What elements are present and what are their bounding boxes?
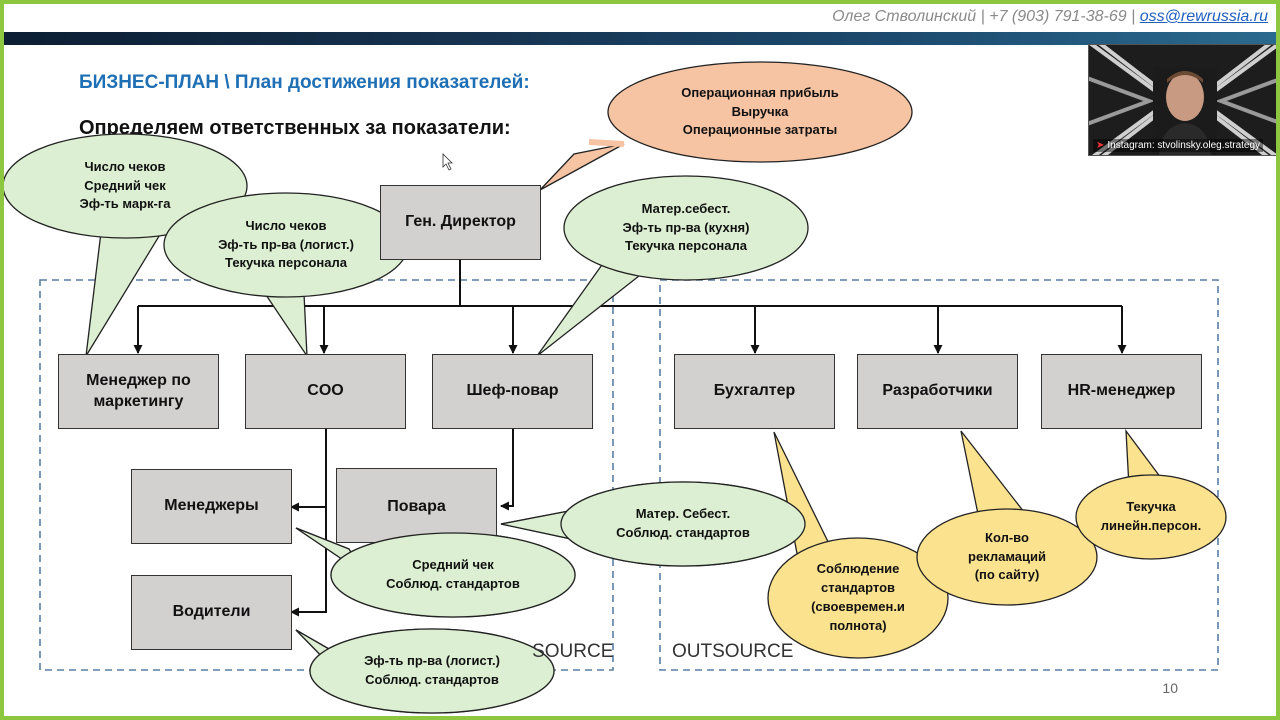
overlay-callouts [295, 481, 806, 714]
box-coo: COO [245, 354, 406, 429]
slide-subtitle: Определяем ответственных за показатели: [79, 117, 511, 139]
contact-text: Олег Стволинский | +7 (903) 791-38-69 | [832, 8, 1140, 25]
presenter-face [1166, 73, 1204, 121]
box-managers-label: Менеджеры [164, 497, 259, 515]
callout-accountant-shape [767, 431, 949, 659]
box-ceo-label: Ген. Директор [405, 213, 516, 231]
box-hr: HR-менеджер [1041, 354, 1202, 429]
webcam-label: ➤Instagram: stvolinsky.oleg.strategy [1093, 139, 1264, 152]
callout-managers: Средний чек Соблюд. стандартов [386, 557, 520, 591]
box-drivers: Водители [131, 575, 292, 650]
email-link[interactable]: oss@rewrussia.ru [1139, 8, 1268, 25]
outsource-zone-border [659, 279, 1219, 671]
callout-chef-shape [536, 175, 809, 357]
page-number: 10 [1162, 680, 1178, 696]
cursor-icon [442, 153, 453, 171]
callout-coo-shape [163, 192, 409, 359]
webcam-label-text: Instagram: stvolinsky.oleg.strategy [1107, 140, 1261, 151]
slide: Олег Стволинский | +7 (903) 791-38-69 | … [4, 4, 1276, 716]
callout-drivers: Эф-ть пр-ва (логист.) Соблюд. стандартов [364, 653, 500, 687]
callout-coo: Число чеков Эф-ть пр-ва (логист.) Текучк… [218, 217, 354, 271]
box-hr-label: HR-менеджер [1067, 382, 1176, 400]
callout-ceo-shape [539, 61, 913, 191]
callout-hr: Текучка линейн.персон. [1100, 499, 1202, 533]
box-accountant: Бухгалтер [674, 354, 835, 429]
box-chef: Шеф-повар [432, 354, 593, 429]
box-accountant-label: Бухгалтер [713, 382, 796, 400]
contact-line: Олег Стволинский | +7 (903) 791-38-69 | … [832, 8, 1268, 26]
callout-developers: Кол-во рекламаций (по сайту) [968, 529, 1046, 583]
record-icon: ➤ [1096, 140, 1105, 151]
webcam-overlay: ➤Instagram: stvolinsky.oleg.strategy [1088, 44, 1276, 156]
callout-accountant: Соблюдение стандартов (своевремен.и полн… [811, 561, 905, 633]
callout-developers-shape [916, 430, 1098, 606]
callout-marketing: Число чеков Средний чек Эф-ть марк-га [79, 158, 171, 212]
callout-marketing-shape [4, 133, 248, 357]
outsource-label-right: OUTSOURCE [672, 641, 794, 662]
box-ceo: Ген. Директор [380, 185, 541, 260]
box-drivers-label: Водители [172, 603, 251, 621]
box-chef-label: Шеф-повар [466, 382, 559, 400]
box-coo-label: COO [307, 382, 344, 400]
callout-hr-shape [1075, 428, 1227, 560]
callout-chef: Матер.себест. Эф-ть пр-ва (кухня) Текучк… [622, 200, 750, 254]
slide-title: БИЗНЕС-ПЛАН \ План достижения показателе… [79, 72, 530, 93]
box-marketing-label: Менеджер по маркетингу [86, 371, 191, 410]
box-cooks-label: Повара [387, 498, 446, 515]
presenter-body [1159, 123, 1211, 155]
box-marketing: Менеджер по маркетингу [58, 354, 219, 429]
box-managers: Менеджеры [131, 469, 292, 544]
outsource-label-left: OUTSOURCE [492, 641, 614, 662]
box-developers: Разработчики [857, 354, 1018, 429]
webcam-background [1089, 45, 1276, 155]
box-developers-label: Разработчики [882, 382, 993, 400]
callout-ceo: Операционная прибыль Выручка Операционны… [681, 84, 839, 138]
header-bar [4, 32, 1276, 45]
callout-cooks: Матер. Себест. Соблюд. стандартов [616, 506, 750, 540]
